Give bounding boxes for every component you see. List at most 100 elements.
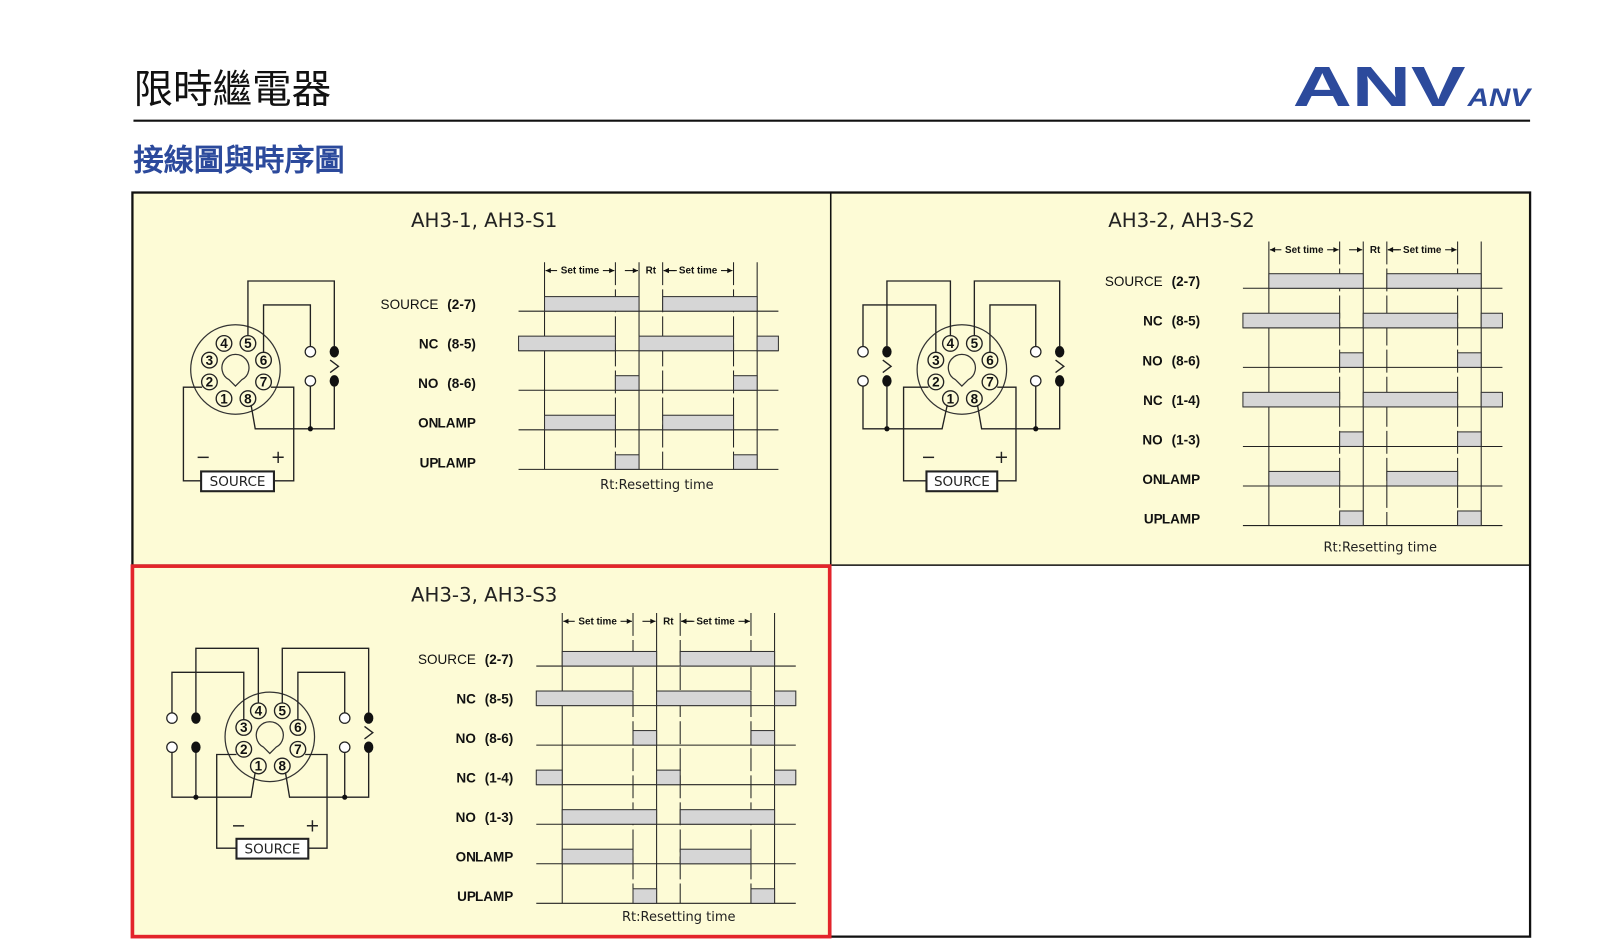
set-time-label: Set time <box>696 616 735 627</box>
plus-sign: + <box>994 448 1009 468</box>
pin-3-label: 3 <box>932 353 940 368</box>
signal-row: NC(8-5) <box>456 690 797 707</box>
signal-row: NC(8-5) <box>1143 312 1503 329</box>
wire <box>171 752 256 798</box>
arrow-icon <box>1451 247 1457 253</box>
arrow-icon <box>650 618 656 624</box>
closed-contact-icon <box>329 375 339 387</box>
signal-high-bar <box>1457 352 1482 368</box>
signal-high-bar <box>561 809 658 825</box>
signal-high-bar <box>1386 470 1459 487</box>
signal-high-bar <box>614 454 640 470</box>
signal-name: NC <box>456 692 476 707</box>
signal-pins: (8-6) <box>447 376 476 391</box>
junction-dot <box>1033 426 1039 432</box>
wire <box>247 280 335 347</box>
signal-name: NC <box>1143 314 1163 329</box>
signal-row: NO(8-6) <box>418 375 779 391</box>
open-contact-icon <box>338 712 351 724</box>
pin-7-label: 7 <box>986 375 994 390</box>
pin-7-terminal <box>255 373 273 391</box>
panel-title: AH3-1, AH3-S1 <box>411 209 557 232</box>
pin-8-terminal <box>965 390 983 408</box>
junction-dot <box>342 794 348 800</box>
open-contact-icon <box>857 345 869 358</box>
signal-high-bar <box>544 414 616 431</box>
junction-dot <box>884 426 890 432</box>
closed-contact-icon <box>363 741 374 753</box>
signal-high-bar <box>774 690 797 707</box>
arrow-icon <box>626 618 632 624</box>
arrow-icon <box>632 267 638 274</box>
set-time-label: Set time <box>1285 245 1324 256</box>
wire <box>862 304 937 353</box>
arrow-icon <box>609 267 615 274</box>
signal-high-bar <box>632 730 658 746</box>
closed-contact-icon <box>363 712 374 724</box>
signal-row: NO(1-3) <box>456 809 796 825</box>
signal-high-bar <box>756 335 779 352</box>
signal-high-bar <box>1339 510 1364 527</box>
wire <box>862 386 948 430</box>
wire <box>973 280 1061 347</box>
signal-name: ON <box>418 416 438 431</box>
pin-1-terminal <box>215 390 233 408</box>
pin-2-label: 2 <box>932 375 940 390</box>
pin-1-terminal <box>249 757 267 775</box>
signal-name: NC <box>1143 393 1163 408</box>
open-contact-icon <box>304 345 317 358</box>
signal-pins: (1-3) <box>1172 432 1201 447</box>
open-contact-icon <box>304 375 317 387</box>
source-wire-positive <box>305 753 328 849</box>
signal-row: NC(8-5) <box>419 335 779 352</box>
plus-sign: + <box>305 817 320 837</box>
wire <box>250 386 335 430</box>
signal-high-bar <box>561 848 634 865</box>
pin-8-label: 8 <box>279 759 287 774</box>
signal-high-bar <box>774 769 797 786</box>
open-contact-icon <box>1029 345 1042 358</box>
signal-high-bar <box>750 730 776 746</box>
signal-row: SOURCE(2-7) <box>418 650 796 667</box>
signal-high-bar <box>733 454 758 470</box>
pin-1-label: 1 <box>220 391 228 406</box>
socket-key <box>255 721 284 755</box>
source-box <box>925 470 999 493</box>
minus-sign: − <box>921 448 936 468</box>
open-contact-icon <box>1029 375 1042 387</box>
pin-5-label: 5 <box>244 336 252 351</box>
closed-contact-icon <box>191 741 201 753</box>
pin-1-label: 1 <box>255 759 263 774</box>
arrow-icon <box>545 267 551 274</box>
pin-1-terminal <box>941 390 959 408</box>
spring-icon <box>364 725 374 740</box>
pin-8-label: 8 <box>971 391 979 406</box>
signal-row: NO(8-6) <box>456 730 796 746</box>
socket-outline <box>190 324 281 415</box>
pin-4-label: 4 <box>947 336 955 351</box>
signal-name: NO <box>1142 353 1162 368</box>
signal-high-bar <box>1386 273 1482 289</box>
rt-label: Rt <box>663 616 674 627</box>
panel-title: AH3-2, AH3-S2 <box>1108 209 1254 232</box>
pin-4-label: 4 <box>220 336 228 351</box>
pin-7-terminal <box>289 740 307 758</box>
signal-pins: LAMP <box>475 850 513 865</box>
signal-high-bar <box>679 848 752 865</box>
signal-high-bar <box>1339 431 1364 447</box>
junction-dot <box>193 794 199 800</box>
pin-2-label: 2 <box>206 375 214 390</box>
signal-high-bar <box>656 769 681 786</box>
signal-name: UP <box>420 455 439 470</box>
arrow-icon <box>1333 247 1339 253</box>
socket-outline <box>224 691 316 783</box>
panel-ah3-2 <box>830 192 1531 566</box>
source-wire-positive <box>997 386 1017 482</box>
